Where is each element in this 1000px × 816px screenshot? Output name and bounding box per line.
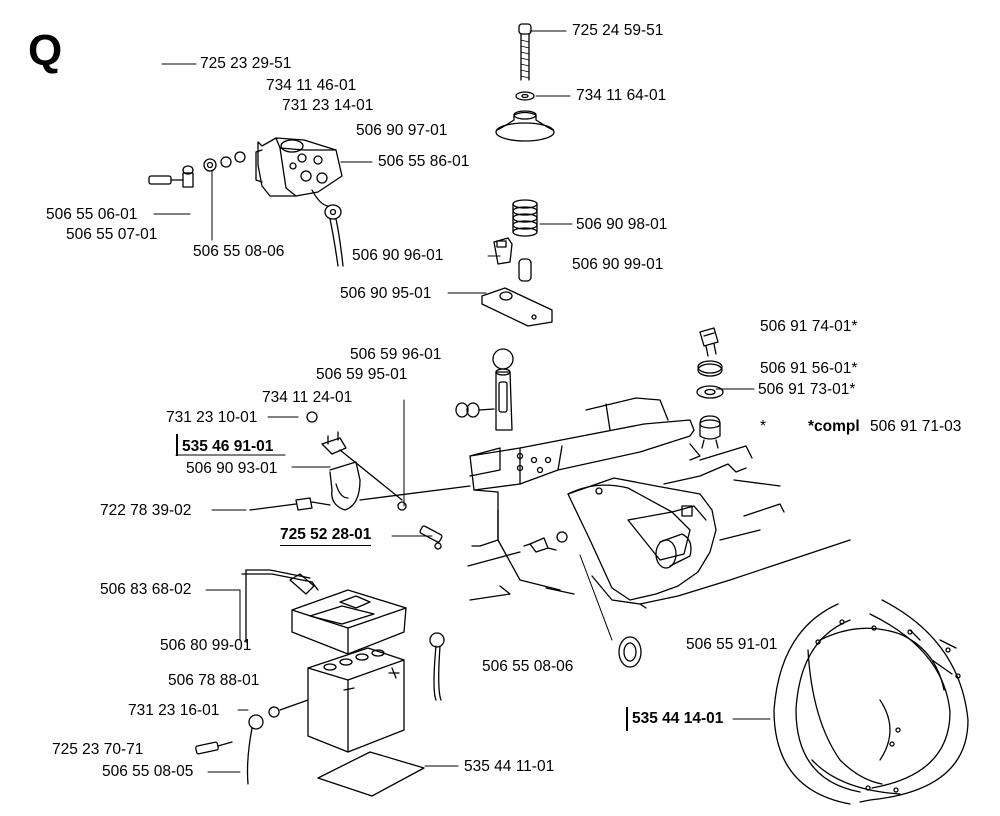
part-label: 734 11 46-01	[266, 77, 357, 94]
section-letter: Q	[28, 26, 63, 75]
part-label: 506 55 08-05	[102, 763, 194, 780]
part-label: 731 23 10-01	[166, 409, 258, 426]
part-label: 506 91 71-03	[870, 418, 962, 435]
fuse-clip-assembly	[249, 411, 471, 550]
part-label: 506 55 08-06	[193, 243, 285, 260]
gear-lever	[455, 348, 514, 431]
bracket-rule	[626, 707, 628, 731]
assembly-part-label: 725 52 28-01	[280, 526, 372, 546]
part-label: 725 23 29-51	[200, 55, 292, 72]
footnote-asterisk: *	[760, 418, 767, 435]
part-label: 506 55 91-01	[686, 636, 778, 653]
part-label: 506 55 08-06	[482, 658, 574, 675]
part-label: 506 90 95-01	[340, 285, 432, 302]
regulator-assembly	[148, 137, 344, 267]
part-label: 506 90 96-01	[352, 247, 444, 264]
part-label: 506 55 07-01	[66, 226, 158, 243]
assembly-part-label: 535 46 91-01	[182, 438, 274, 455]
part-label: 506 90 97-01	[356, 122, 448, 139]
part-label: 722 78 39-02	[100, 502, 192, 519]
part-label: 506 91 74-01*	[760, 318, 858, 335]
compl-label: *compl	[808, 418, 860, 435]
part-label: 506 91 73-01*	[758, 381, 856, 398]
part-label: 731 23 14-01	[282, 97, 374, 114]
spring-stack	[481, 23, 555, 327]
part-label: 506 78 88-01	[168, 672, 260, 689]
bracket-rule	[176, 434, 178, 456]
part-label: 506 83 68-02	[100, 581, 192, 598]
chassis-frame	[467, 397, 851, 609]
part-label: 506 55 06-01	[46, 206, 138, 223]
part-label: 506 59 96-01	[350, 346, 442, 363]
part-label: 731 23 16-01	[128, 702, 220, 719]
part-label: 506 80 99-01	[160, 637, 252, 654]
part-label: 734 11 24-01	[262, 389, 353, 406]
part-label: 506 90 98-01	[576, 216, 668, 233]
part-label: 506 90 93-01	[186, 460, 278, 477]
wiring-harness	[773, 599, 969, 805]
part-label: 725 23 70-71	[52, 741, 144, 758]
assembly-part-label: 535 44 14-01	[632, 710, 724, 727]
part-label: 506 91 56-01*	[760, 360, 858, 377]
part-label: 734 11 64-01	[576, 87, 667, 104]
part-label: 506 55 86-01	[378, 153, 470, 170]
ignition-switch-parts	[696, 327, 724, 449]
dash-console	[523, 477, 717, 668]
part-label: 506 90 99-01	[572, 256, 664, 273]
battery-assembly	[195, 569, 445, 797]
part-label: 725 24 59-51	[572, 22, 664, 39]
part-label: 506 59 95-01	[316, 366, 408, 383]
leader-lines	[153, 30, 771, 773]
part-label: 535 44 11-01	[464, 758, 555, 775]
